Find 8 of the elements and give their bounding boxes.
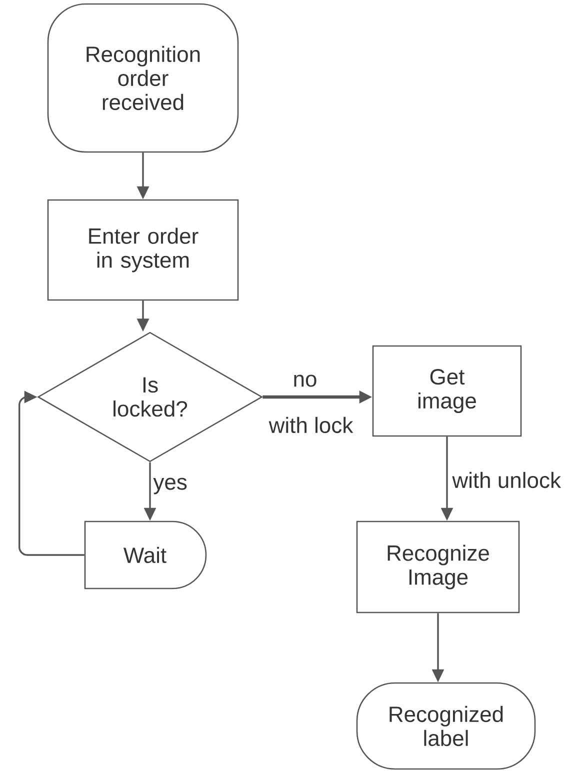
arrow [18,390,84,556]
process-box: Get image [372,345,522,437]
process-box: Enter order in system [47,199,239,301]
edge-label: no [290,372,320,389]
edge-label: yes [151,476,190,496]
edge-label: with unlock [450,470,564,490]
note-label: with lock [268,416,354,434]
process-box: Recognize Image [356,520,520,614]
